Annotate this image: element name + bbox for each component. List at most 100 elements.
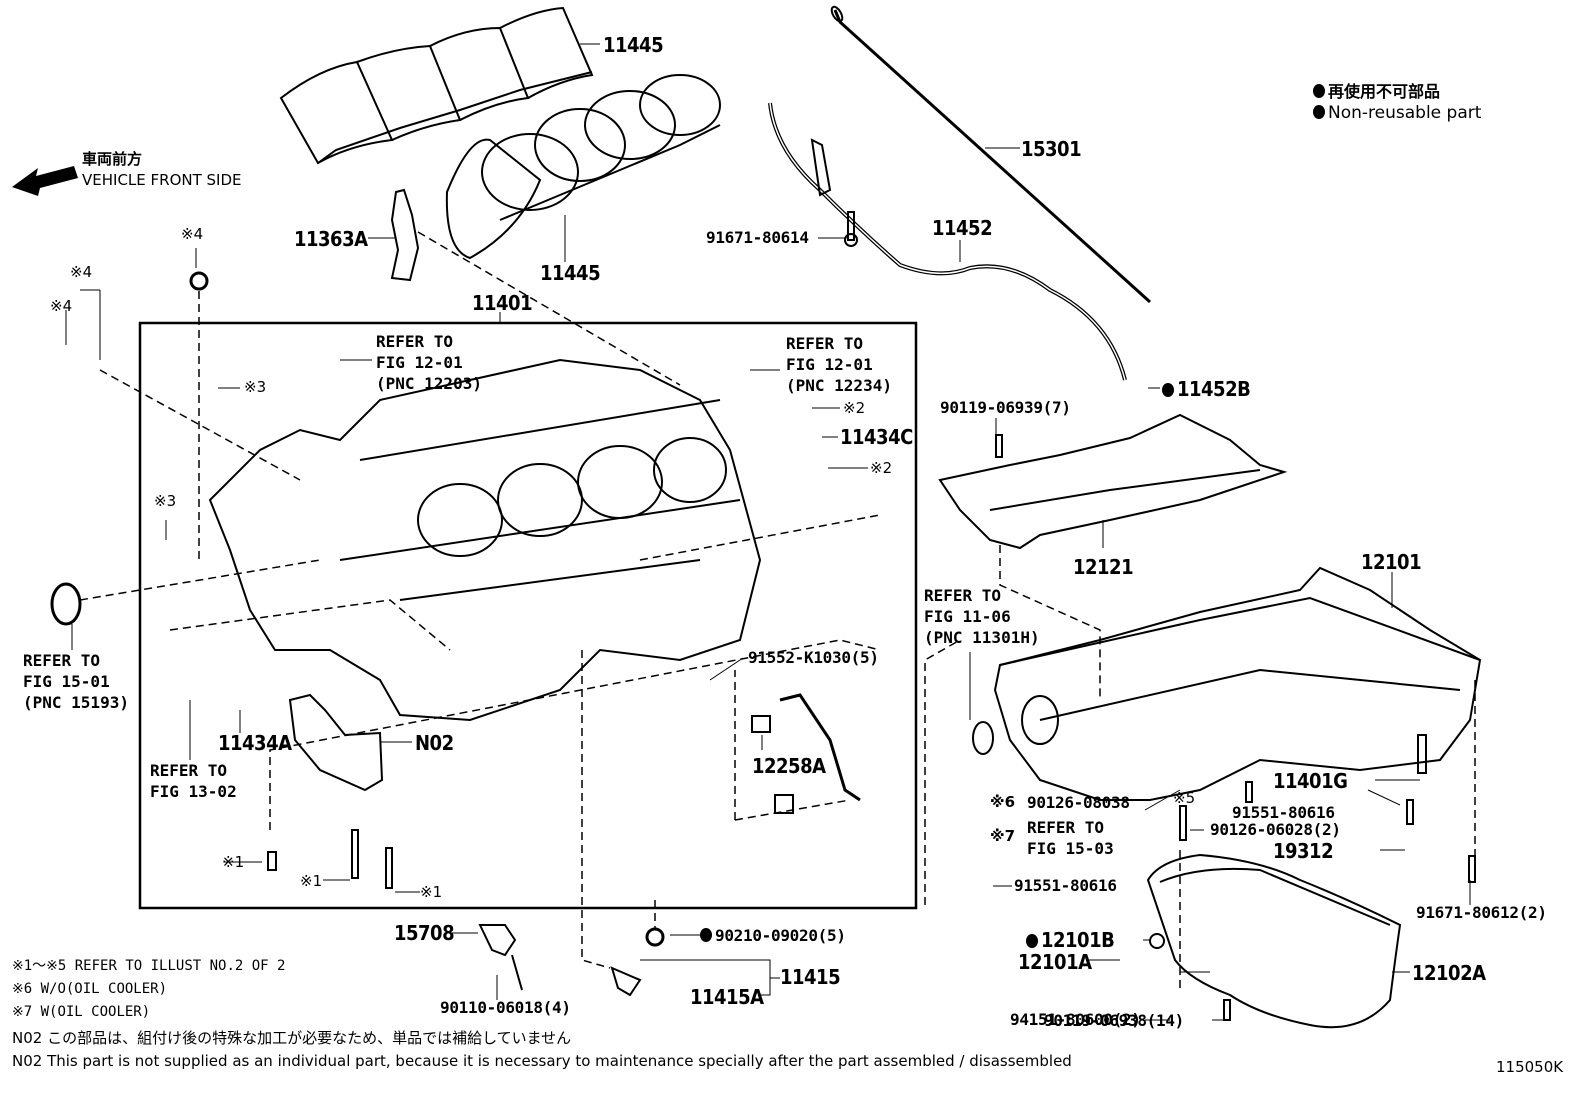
ref-line: FIG 15-01 — [23, 672, 110, 691]
part-label[interactable]: 90126-06028(2) — [1210, 820, 1341, 839]
part-label[interactable]: 90126-08038 — [1027, 793, 1130, 812]
part-label[interactable]: 94151-80600(2) — [1010, 1010, 1141, 1029]
oil-seal — [50, 582, 82, 626]
note-mark: ※1 — [222, 853, 245, 871]
oil-nozzle — [478, 924, 523, 991]
ref-line: FIG 12-01 — [376, 353, 463, 372]
ref-line: (PNC 11301H) — [924, 628, 1040, 647]
part-label[interactable]: 90119-06939(7) — [940, 398, 1071, 417]
legend-text-jp: 再使用不可部品 — [1328, 82, 1441, 101]
part-label[interactable]: 11415 — [780, 965, 841, 989]
part-label[interactable]: 90110-06018(4) — [440, 998, 571, 1017]
ref-line: FIG 11-06 — [924, 607, 1011, 626]
part-label-text: 90210-09020(5) — [715, 926, 846, 945]
note-mark: ※4 — [70, 263, 93, 281]
note-mark: ※3 — [154, 492, 177, 510]
part-label[interactable]: 12101B — [1026, 928, 1115, 952]
ref-line: FIG 13-02 — [150, 782, 237, 801]
oil-pipe — [779, 693, 861, 802]
part-label[interactable]: 91671-80612(2) — [1416, 903, 1547, 922]
part-label[interactable]: 11452 — [932, 216, 993, 240]
non-reusable-dot-icon — [1162, 383, 1174, 397]
part-label[interactable]: 15708 — [394, 921, 455, 945]
oil-jet — [610, 966, 642, 997]
legend-non-reusable-en: Non-reusable part — [1313, 104, 1481, 123]
thrust-washer — [390, 188, 420, 282]
part-label[interactable]: 12101 — [1361, 550, 1422, 574]
part-label[interactable]: 90119-06938(14) — [1044, 1011, 1184, 1030]
footnote-refer-illust: ※1～※5 REFER TO ILLUST NO.2 OF 2 — [12, 958, 286, 974]
oil-pan-upper — [993, 566, 1482, 801]
part-label[interactable]: 11434A — [218, 731, 292, 755]
assembly-lines — [79, 231, 1476, 990]
part-label[interactable]: 11434C — [840, 425, 913, 449]
non-reusable-dot-icon — [1313, 105, 1325, 119]
note-mark: ※2 — [870, 459, 893, 477]
reference-fig-12-01-12203[interactable]: REFER TO FIG 12-01 (PNC 12203) — [376, 331, 482, 394]
part-label[interactable]: 12121 — [1073, 555, 1134, 579]
reference-fig-15-01[interactable]: REFER TO FIG 15-01 (PNC 15193) — [23, 650, 129, 713]
ref-line: REFER TO — [924, 586, 1002, 605]
ref-line: (PNC 12203) — [376, 374, 482, 393]
part-label[interactable]: 12258A — [752, 754, 826, 778]
washer-12101B — [1149, 933, 1165, 949]
footnote-n02-en: N02 This part is not supplied as an indi… — [12, 1052, 1072, 1070]
non-reusable-dot-icon — [1313, 84, 1325, 98]
part-label[interactable]: 19312 — [1273, 839, 1334, 863]
bearing-shells-lower — [445, 74, 721, 260]
footnote-without-oil-cooler: ※6 W/O(OIL COOLER) — [12, 981, 168, 997]
part-label[interactable]: 11415A — [690, 985, 764, 1009]
bolts — [267, 434, 1476, 1021]
ref-line: REFER TO — [23, 651, 101, 670]
footnote-n02-jp: N02 この部品は、組付け後の特殊な加工が必要なため、単品では補給していません — [12, 1029, 572, 1047]
part-label[interactable]: 91551-80616 — [1014, 876, 1117, 895]
vehicle-front-label-en: VEHICLE FRONT SIDE — [82, 171, 242, 189]
note-mark: ※2 — [843, 399, 866, 417]
bearing-shells-upper — [279, 6, 594, 165]
o-ring — [972, 721, 994, 755]
part-label[interactable]: 11452B — [1162, 378, 1251, 400]
part-label[interactable]: 11445 — [603, 33, 664, 57]
reference-fig-11-06[interactable]: REFER TO FIG 11-06 (PNC 11301H) — [924, 585, 1040, 648]
ref-line: FIG 12-01 — [786, 355, 873, 374]
ref-line: REFER TO — [1027, 818, 1105, 837]
part-label[interactable]: 11363A — [294, 227, 368, 251]
note-mark: ※1 — [420, 883, 443, 901]
ref-line: FIG 15-03 — [1027, 839, 1114, 858]
ref-line: REFER TO — [150, 761, 228, 780]
note-mark: ※4 — [181, 225, 204, 243]
part-label[interactable]: 91671-80614 — [706, 228, 809, 247]
illustration-code: 115050K — [1496, 1058, 1564, 1076]
engine-block-frame — [138, 321, 918, 910]
part-label[interactable]: 11445 — [540, 261, 601, 285]
part-label[interactable]: 12102A — [1412, 961, 1486, 985]
bearing-cap — [288, 693, 384, 792]
part-label-text: 12101B — [1041, 928, 1115, 952]
part-label[interactable]: 11401G — [1273, 769, 1348, 793]
non-reusable-dot-icon — [1026, 934, 1038, 948]
reference-fig-13-02[interactable]: REFER TO FIG 13-02 — [150, 760, 237, 802]
engine-block — [208, 358, 762, 722]
part-label[interactable]: N02 — [415, 731, 454, 755]
washer-90210 — [645, 927, 665, 947]
reference-fig-15-03[interactable]: REFER TO FIG 15-03 — [1027, 817, 1114, 859]
note-mark: ※7 — [990, 827, 1016, 845]
note-mark: ※3 — [244, 378, 267, 396]
part-label[interactable]: 12101A — [1018, 950, 1092, 974]
non-reusable-dot-icon — [700, 928, 712, 942]
ref-line: REFER TO — [376, 332, 454, 351]
ref-line: REFER TO — [786, 334, 864, 353]
ref-line: (PNC 15193) — [23, 693, 129, 712]
part-label[interactable]: 91551-80616 — [1232, 803, 1335, 822]
vehicle-front-arrow-icon — [12, 166, 78, 196]
part-label[interactable]: 90210-09020(5) — [700, 926, 846, 946]
legend-non-reusable-jp: 再使用不可部品 — [1313, 82, 1440, 101]
note-mark: ※6 — [990, 793, 1016, 811]
part-label[interactable]: 91552-K1030(5) — [748, 648, 879, 667]
part-label[interactable]: 15301 — [1021, 137, 1082, 161]
note-mark: ※5 — [1173, 789, 1196, 807]
note-mark: ※4 — [50, 297, 73, 315]
part-label[interactable]: 11401 — [472, 291, 533, 315]
